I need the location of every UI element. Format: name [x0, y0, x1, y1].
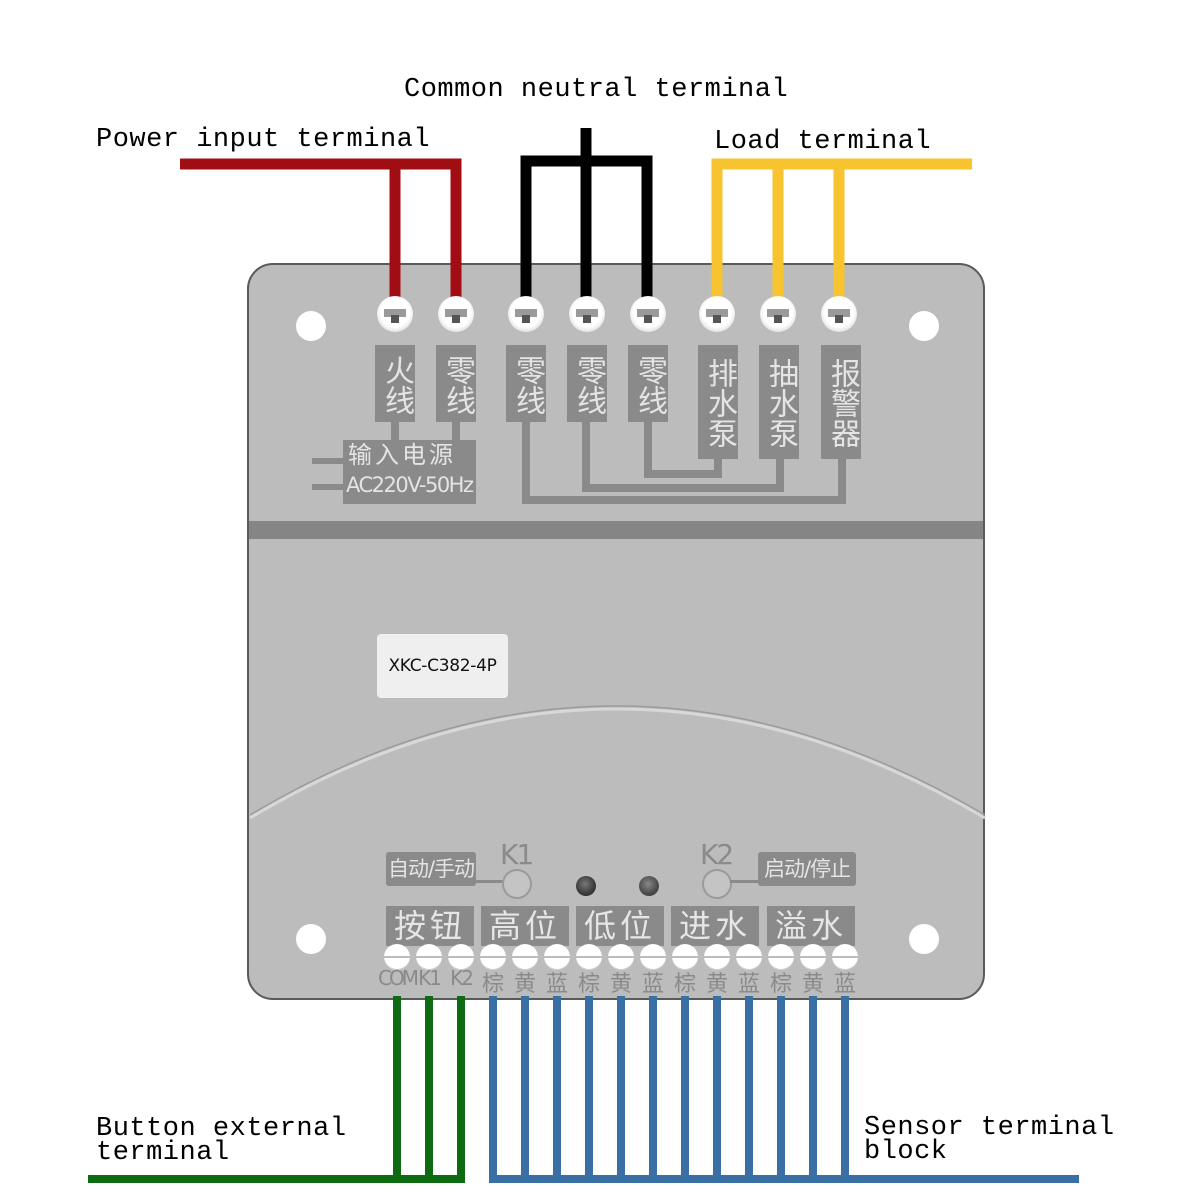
k2-trace — [730, 880, 760, 883]
trace-pump-down — [776, 456, 784, 492]
pin-low-blue[interactable] — [640, 944, 666, 970]
caption-power-input-terminal: Power input terminal — [96, 125, 431, 155]
terminal-label-neutral-in: 零线 — [436, 345, 476, 422]
pin-inlet-brown[interactable] — [672, 944, 698, 970]
trace-power-neutral — [452, 418, 460, 444]
pin-high-blue[interactable] — [544, 944, 570, 970]
power-input-box: 输入电源 AC220V-50Hz — [343, 440, 476, 504]
pin-label-inlet-yellow: 黄 — [705, 972, 728, 997]
k2-name: K2 — [700, 838, 734, 871]
pin-low-yellow[interactable] — [608, 944, 634, 970]
caption-button-external-terminal: Button external terminal — [96, 1114, 347, 1168]
pin-label-low-yellow: 黄 — [609, 972, 632, 997]
group-label-inlet: 进水 — [671, 906, 759, 946]
board-divider-band — [249, 521, 983, 539]
trace-alarm-down — [838, 456, 846, 504]
controller-board — [247, 263, 985, 1000]
model-label: XKC-C382-4P — [377, 634, 508, 698]
screw-terminal-neutral-3[interactable] — [630, 296, 666, 332]
k1-trace — [474, 880, 504, 883]
pin-high-yellow[interactable] — [512, 944, 538, 970]
trace-neutral2-pump — [582, 418, 590, 490]
k1-function-label: 自动/手动 — [386, 852, 476, 886]
pin-label-inlet-blue: 蓝 — [737, 972, 760, 997]
group-label-high-level: 高位 — [481, 906, 569, 946]
pin-label-k1: K1 — [418, 966, 442, 990]
power-input-label: 输入电源 — [348, 441, 456, 469]
pin-label-low-brown: 棕 — [577, 972, 600, 997]
pin-inlet-yellow[interactable] — [704, 944, 730, 970]
trace-input-line2 — [312, 484, 346, 490]
terminal-label-neutral-3: 零线 — [628, 345, 668, 422]
trace-neutral3-drain — [644, 418, 652, 476]
screw-terminal-live[interactable] — [377, 296, 413, 332]
pin-low-brown[interactable] — [576, 944, 602, 970]
pin-label-high-blue: 蓝 — [545, 972, 568, 997]
screw-terminal-supply-pump[interactable] — [760, 296, 796, 332]
pin-overflow-brown[interactable] — [768, 944, 794, 970]
pin-overflow-blue[interactable] — [832, 944, 858, 970]
trace-drain-down — [714, 456, 722, 478]
screw-terminal-neutral-2[interactable] — [569, 296, 605, 332]
pin-label-high-brown: 棕 — [481, 972, 504, 997]
pin-inlet-blue[interactable] — [736, 944, 762, 970]
screw-terminal-neutral-1[interactable] — [508, 296, 544, 332]
pin-com[interactable] — [384, 944, 410, 970]
mounting-hole-bottom-left — [296, 924, 326, 954]
trace-input-line1 — [312, 458, 346, 464]
pin-k2[interactable] — [448, 944, 474, 970]
group-label-low-level: 低位 — [576, 906, 664, 946]
trace-neutral3-drain-h — [644, 470, 722, 478]
mounting-hole-bottom-right — [909, 924, 939, 954]
terminal-label-alarm: 报警器 — [821, 345, 861, 459]
mounting-hole-top-right — [909, 311, 939, 341]
pin-overflow-yellow[interactable] — [800, 944, 826, 970]
mounting-hole-top-left — [296, 311, 326, 341]
trace-power-hot — [391, 418, 399, 444]
pin-label-inlet-brown: 棕 — [673, 972, 696, 997]
terminal-label-drain-pump: 排水泵 — [698, 345, 738, 459]
pin-label-k2: K2 — [450, 966, 474, 990]
caption-sensor-terminal-block: Sensor terminal block — [864, 1113, 1115, 1167]
pin-high-brown[interactable] — [480, 944, 506, 970]
terminal-label-supply-pump: 抽水泵 — [759, 345, 799, 459]
screw-terminal-alarm[interactable] — [821, 296, 857, 332]
screw-terminal-drain-pump[interactable] — [699, 296, 735, 332]
k1-name: K1 — [500, 838, 534, 871]
pin-label-com: COM — [378, 966, 419, 990]
group-label-button: 按钮 — [386, 906, 474, 946]
terminal-label-live: 火线 — [375, 345, 415, 422]
pin-label-high-yellow: 黄 — [513, 972, 536, 997]
terminal-label-neutral-2: 零线 — [567, 345, 607, 422]
pin-label-low-blue: 蓝 — [641, 972, 664, 997]
power-input-spec: AC220V-50Hz — [346, 473, 474, 497]
caption-common-neutral-terminal: Common neutral terminal — [404, 75, 789, 105]
trace-neutral1-alarm — [522, 418, 530, 504]
trace-neutral1-alarm-h — [522, 496, 846, 504]
pin-k1[interactable] — [416, 944, 442, 970]
k2-button[interactable] — [702, 869, 732, 899]
terminal-label-neutral-1: 零线 — [506, 345, 546, 422]
k2-function-label: 启动/停止 — [758, 852, 856, 886]
trace-neutral2-pump-h — [582, 484, 784, 492]
pin-label-overflow-yellow: 黄 — [801, 972, 824, 997]
indicator-led-2 — [639, 876, 659, 896]
group-label-overflow: 溢水 — [767, 906, 855, 946]
caption-load-terminal: Load terminal — [714, 127, 932, 157]
indicator-led-1 — [576, 876, 596, 896]
screw-terminal-neutral-in[interactable] — [438, 296, 474, 332]
pin-label-overflow-brown: 棕 — [769, 972, 792, 997]
pin-label-overflow-blue: 蓝 — [833, 972, 856, 997]
k1-button[interactable] — [502, 869, 532, 899]
